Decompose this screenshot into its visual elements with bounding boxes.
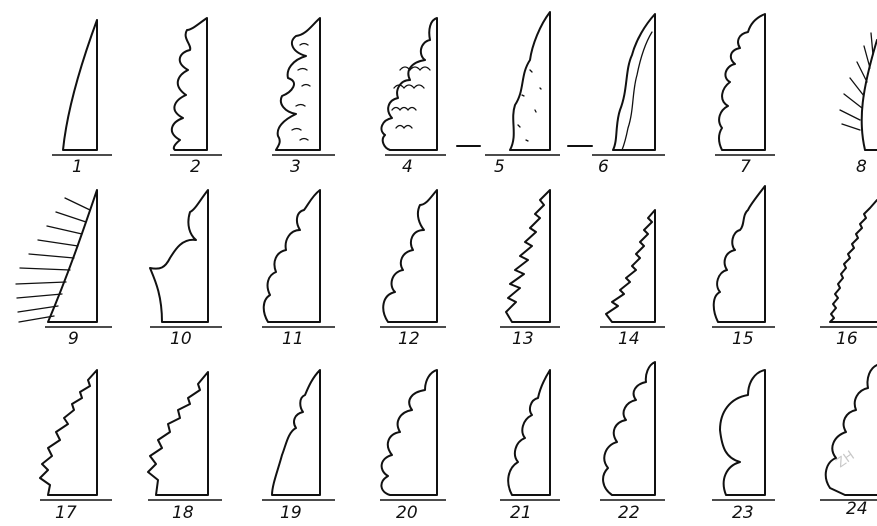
label-11: 11 <box>282 329 304 349</box>
margin-type-23 <box>719 369 766 496</box>
label-20: 20 <box>396 503 418 523</box>
margin-type-8 <box>839 32 877 151</box>
margin-type-13 <box>505 189 551 323</box>
margin-type-19 <box>271 369 321 496</box>
label-6: 6 <box>598 157 609 177</box>
margin-type-4 <box>380 17 438 151</box>
label-17: 17 <box>55 503 77 523</box>
label-21: 21 <box>510 503 532 523</box>
label-4: 4 <box>402 157 413 177</box>
label-19: 19 <box>280 503 302 523</box>
margin-type-22 <box>602 361 656 496</box>
margin-type-2 <box>170 17 208 151</box>
label-12: 12 <box>398 329 420 349</box>
margin-type-15 <box>712 185 766 323</box>
margin-type-5 <box>456 11 551 151</box>
margin-type-11 <box>262 189 321 323</box>
label-24: 24 <box>846 499 868 519</box>
margin-type-16 <box>829 199 877 323</box>
margin-type-18 <box>147 371 209 496</box>
label-15: 15 <box>732 329 754 349</box>
label-underlines <box>40 154 877 501</box>
label-5: 5 <box>494 157 505 177</box>
label-13: 13 <box>512 329 534 349</box>
label-23: 23 <box>732 503 754 523</box>
label-7: 7 <box>740 157 751 177</box>
label-18: 18 <box>172 503 194 523</box>
margin-type-14 <box>605 209 656 323</box>
margin-type-12 <box>382 189 438 323</box>
margin-type-17 <box>39 369 98 496</box>
label-2: 2 <box>190 157 201 177</box>
label-10: 10 <box>170 329 192 349</box>
margin-type-1 <box>62 19 98 151</box>
margin-type-24 <box>824 364 877 496</box>
margin-type-10 <box>149 189 209 323</box>
margin-type-9 <box>15 189 98 323</box>
watermark: ZH <box>834 448 858 471</box>
margin-type-21 <box>507 369 551 496</box>
label-14: 14 <box>618 329 640 349</box>
margin-type-6 <box>567 13 656 151</box>
margin-type-20 <box>380 369 438 496</box>
label-22: 22 <box>618 503 640 523</box>
label-16: 16 <box>836 329 858 349</box>
label-3: 3 <box>290 157 301 177</box>
label-8: 8 <box>856 157 867 177</box>
margin-type-7 <box>718 13 766 151</box>
label-9: 9 <box>68 329 79 349</box>
label-1: 1 <box>72 157 83 177</box>
margin-type-3 <box>275 17 321 151</box>
